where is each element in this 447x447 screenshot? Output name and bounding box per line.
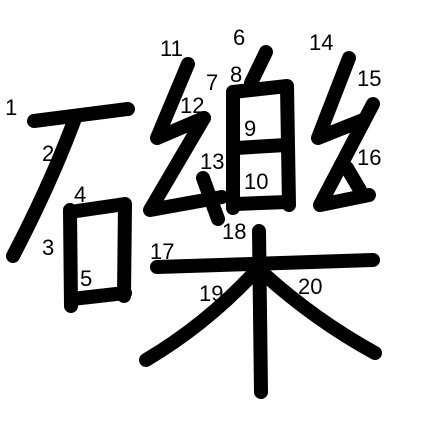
stroke-number-16: 16 [357,145,381,170]
stroke-order-numbers: 1 2 3 4 5 6 7 8 9 10 11 12 13 14 15 16 1… [5,25,381,306]
stroke-number-6: 6 [233,25,245,50]
stroke-number-15: 15 [357,66,381,91]
stroke-number-5: 5 [80,266,92,291]
stroke-number-2: 2 [42,141,54,166]
stroke-15 [313,97,380,212]
stroke-3 [63,203,78,313]
stroke-16 [340,161,367,197]
stroke-13 [196,171,225,226]
stroke-number-19: 19 [199,281,223,306]
stroke-2 [6,114,81,263]
stroke-6 [244,45,273,90]
stroke-18 [252,224,268,399]
stroke-5 [65,286,132,306]
stroke-14 [311,51,370,145]
stroke-number-17: 17 [150,239,174,264]
stroke-number-7: 7 [206,70,218,95]
stroke-number-1: 1 [5,95,17,120]
stroke-number-3: 3 [42,235,54,260]
stroke-number-20: 20 [298,274,322,299]
stroke-number-8: 8 [230,62,242,87]
stroke-19 [139,267,260,367]
stroke-20 [257,267,382,360]
stroke-9 [229,138,293,155]
stroke-10 [229,195,294,211]
stroke-number-14: 14 [309,30,333,55]
stroke-number-18: 18 [222,219,246,244]
character-strokes [6,45,382,399]
stroke-number-13: 13 [200,149,224,174]
stroke-number-4: 4 [74,182,86,207]
stroke-12 [143,111,229,217]
stroke-4 [63,197,132,303]
stroke-number-12: 12 [180,93,204,118]
stroke-8 [226,79,296,212]
stroke-11 [150,57,211,145]
stroke-1 [27,102,135,128]
stroke-number-11: 11 [160,36,183,61]
stroke-number-9: 9 [244,116,256,141]
stroke-number-10: 10 [244,169,268,194]
